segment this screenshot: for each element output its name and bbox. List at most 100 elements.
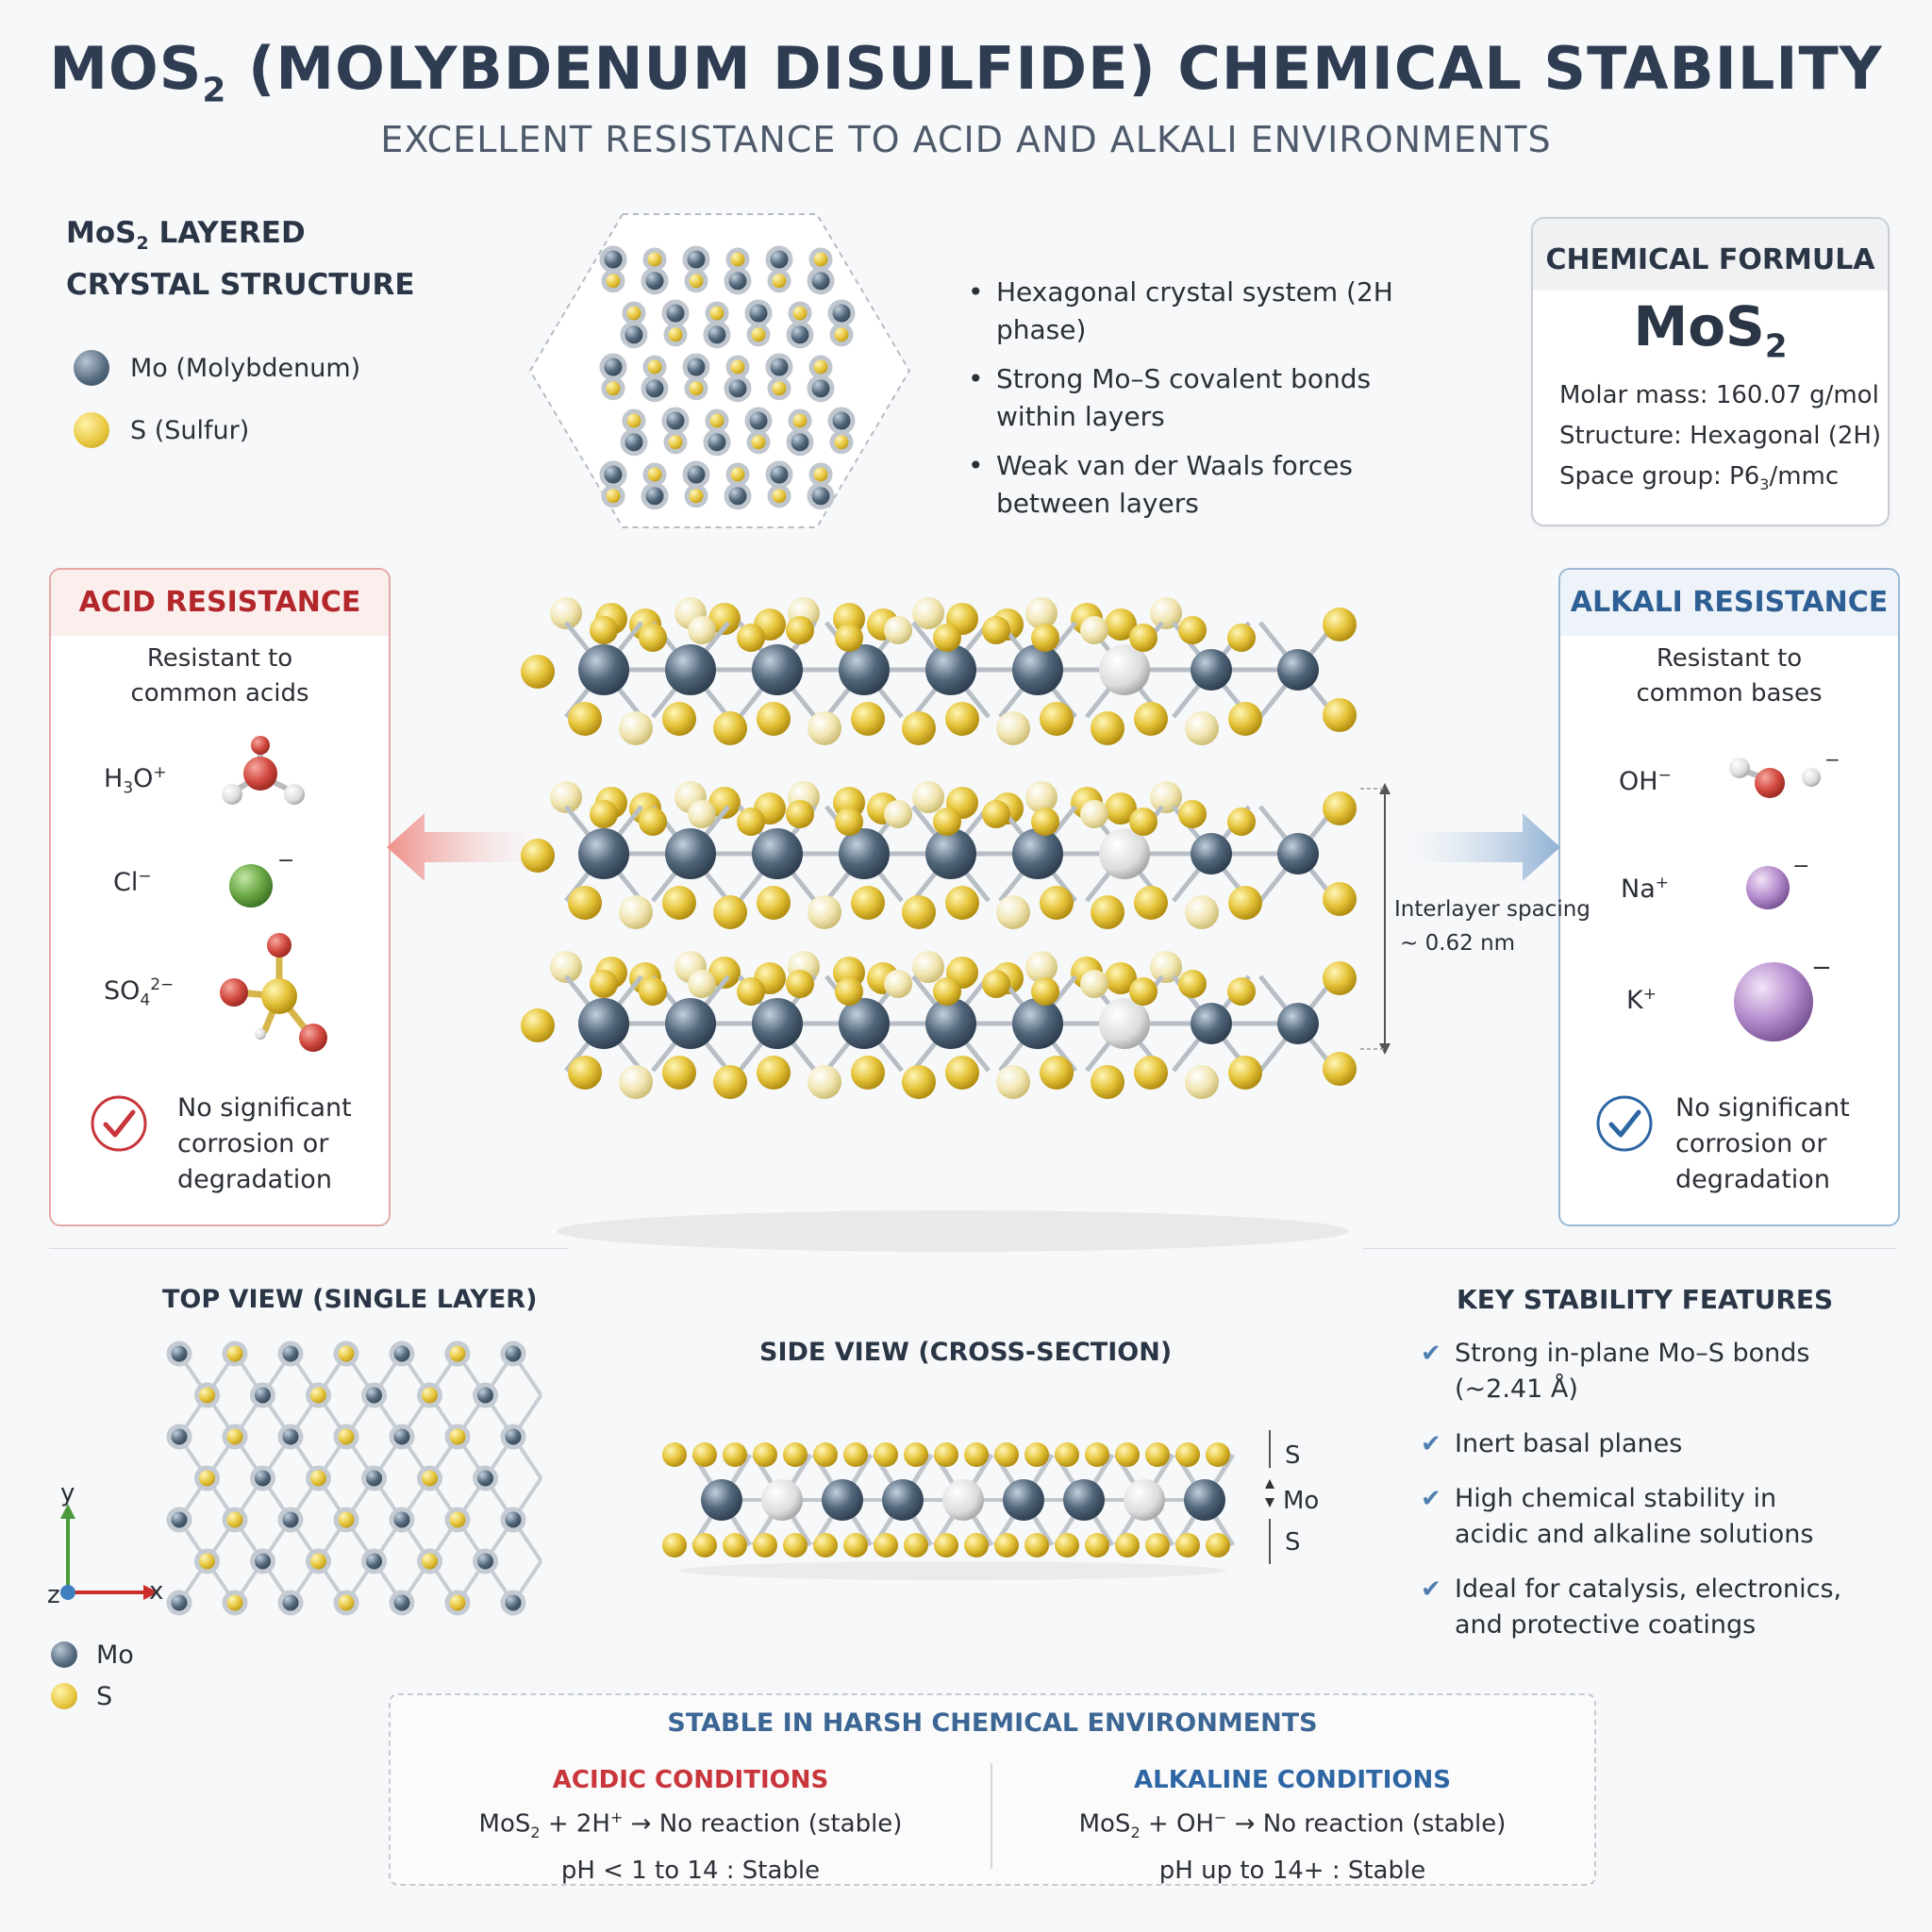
s-atom [725,247,750,272]
s-atom [1178,800,1207,828]
s-atom [639,624,667,652]
s-atom [982,970,1010,998]
ion-hydroxide: OH− [1619,766,1672,796]
s-atom [835,977,863,1006]
acid-arrow-icon [387,813,538,881]
acidic-conditions: ACIDIC CONDITIONS MoS2 + 2H+ → No reacti… [391,1761,991,1890]
mo-atom [765,460,793,489]
s-atom [590,970,618,998]
s-atom [619,895,653,929]
mo-atom [166,1424,192,1450]
s-atom [222,1590,248,1616]
page-subtitle: EXCELLENT RESISTANCE TO ACID AND ALKALI … [380,119,1552,160]
s-atom [444,1590,471,1616]
s-atom [723,1442,747,1467]
s-atom [753,1533,777,1557]
formula-heading: CHEMICAL FORMULA [1533,219,1888,291]
s-atom [662,1056,696,1090]
s-atom [1025,597,1058,629]
s-atom [333,1341,359,1367]
environments-box: STABLE IN HARSH CHEMICAL ENVIRONMENTS AC… [389,1693,1596,1886]
mo-atom [703,428,731,457]
atom-legend: Mo (Molybdenum) S (Sulfur) [74,344,360,454]
s-atom [945,1056,979,1090]
s-atom [994,1533,1019,1557]
mo-atom [277,1424,304,1450]
s-atom [767,269,791,293]
s-atom [601,269,625,293]
interlayer-spacing-label: Interlayer spacing ~ 0.62 nm [1394,897,1591,956]
s-atom [1228,702,1262,736]
s-atom [688,616,716,644]
mo-atom [361,1382,387,1408]
mo-atom [389,1341,415,1367]
s-atom [808,247,833,272]
mo-atom [473,1382,498,1408]
mo-atom [761,1479,803,1521]
s-atom [684,484,708,508]
s-atom [568,702,602,736]
mo-atom [807,267,835,295]
s-atom [1227,977,1256,1006]
s-atom [601,484,625,508]
alkali-check-icon [1596,1095,1653,1152]
s-atom [912,781,944,813]
svg-text:−: − [1811,954,1832,982]
formula-properties: Molar mass: 160.07 g/mol Structure: Hexa… [1533,375,1888,505]
page-title: MOS2 (MOLYBDENUM DISULFIDE) CHEMICAL STA… [49,34,1883,110]
legend-mo: Mo (Molybdenum) [74,344,360,391]
mo-atom [1184,1479,1225,1521]
environments-heading: STABLE IN HARSH CHEMICAL ENVIRONMENTS [667,1708,1318,1738]
mo-atom [389,1424,415,1450]
s-atom [1228,886,1262,920]
s-atom [590,616,618,644]
s-atom [1145,1442,1170,1467]
s-atom [1228,1056,1262,1090]
mo-atom [839,644,890,695]
mo-atom [1191,1003,1232,1044]
mo-atom [500,1507,526,1533]
mo-atom [765,245,793,274]
s-atom [1323,961,1357,995]
side-label-s-bottom: S [1285,1528,1301,1557]
s-atom [688,970,716,998]
s-atom [808,895,841,929]
axis-triad-icon [60,1504,158,1600]
s-atom [851,1056,885,1090]
s-atom [550,951,582,983]
ion-chloride: Cl− [113,867,152,897]
structure-type: Structure: Hexagonal (2H) [1559,421,1882,450]
s-atom [1129,977,1158,1006]
side-view-cross-section [662,1442,1236,1580]
s-atom [808,462,833,487]
mo-atom [277,1341,304,1367]
s-atom [705,408,729,433]
check-icon: ✔ [1421,1430,1441,1458]
s-atom [994,1442,1019,1467]
s-atom [662,1533,687,1557]
s-atom [843,1533,868,1557]
s-atom [996,1065,1030,1099]
s-atom [692,1442,717,1467]
s-atom [1150,781,1182,813]
s-atom [1227,624,1256,652]
formula-card: CHEMICAL FORMULA MoS2 Molar mass: 160.07… [1531,217,1890,526]
s-atom [1145,1533,1170,1557]
chloride-ion-icon: − [229,849,294,908]
s-atom [746,323,771,347]
s-atom [568,1056,602,1090]
s-atom [1031,977,1059,1006]
mo-atom [786,321,814,349]
s-atom [874,1533,898,1557]
hydroxide-molecule-icon: − [1729,748,1840,798]
s-atom [902,1065,936,1099]
s-atom [1150,597,1182,629]
feature-item: ✔Ideal for catalysis, electronics,and pr… [1421,1572,1911,1643]
mo-atom [752,998,803,1049]
mo-atom [822,1479,863,1521]
axis-z-label: z [47,1581,60,1609]
mo-atom [599,245,627,274]
mo-atom [277,1507,304,1533]
s-atom [1040,702,1074,736]
